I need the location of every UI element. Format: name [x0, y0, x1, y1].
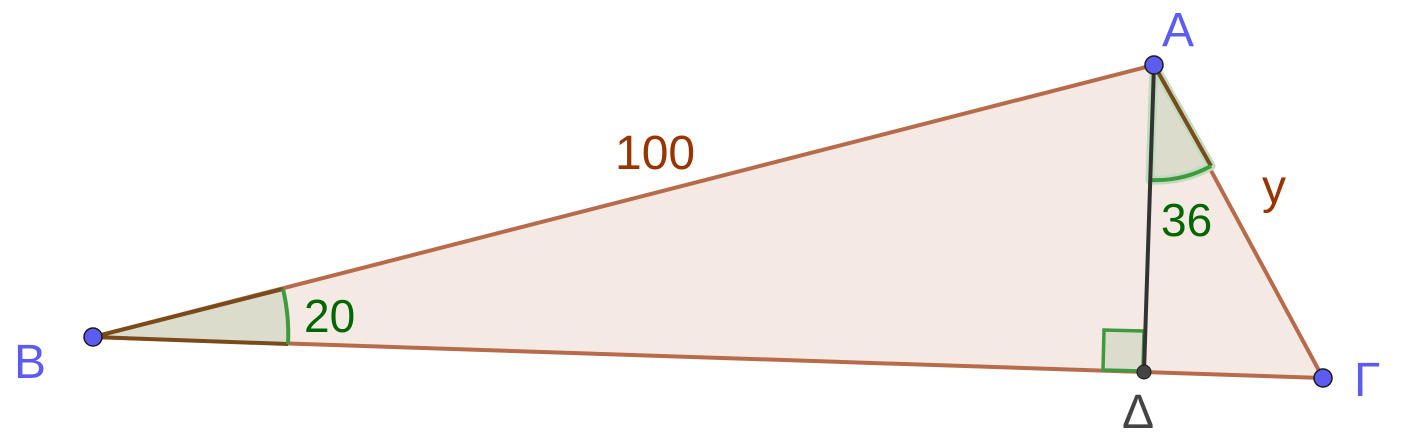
angle-b-edge-1 [92, 287, 284, 339]
right-angle-marker [1101, 328, 1146, 373]
label-d: Δ [1122, 386, 1154, 438]
label-side-ag: y [1262, 161, 1286, 214]
altitude-ad [1142, 64, 1156, 373]
angle-b-edge-2 [92, 335, 289, 346]
angle-b-sector [93, 289, 289, 344]
angle-a-arc [1149, 164, 1212, 183]
label-side-ab: 100 [615, 127, 695, 180]
label-angle-a: 36 [1161, 194, 1212, 246]
point-a[interactable] [1144, 55, 1164, 75]
triangle-abg [93, 65, 1323, 378]
point-b[interactable] [83, 327, 103, 347]
angle-a-sector [1145, 60, 1216, 185]
label-a: A [1162, 4, 1194, 57]
angle-a-edge [1152, 64, 1213, 167]
point-g[interactable] [1313, 368, 1333, 388]
label-angle-b: 20 [304, 290, 355, 342]
label-b: B [14, 336, 46, 389]
point-d[interactable] [1136, 364, 1152, 380]
label-g: Γ [1354, 354, 1380, 407]
angle-b-arc [281, 288, 291, 345]
